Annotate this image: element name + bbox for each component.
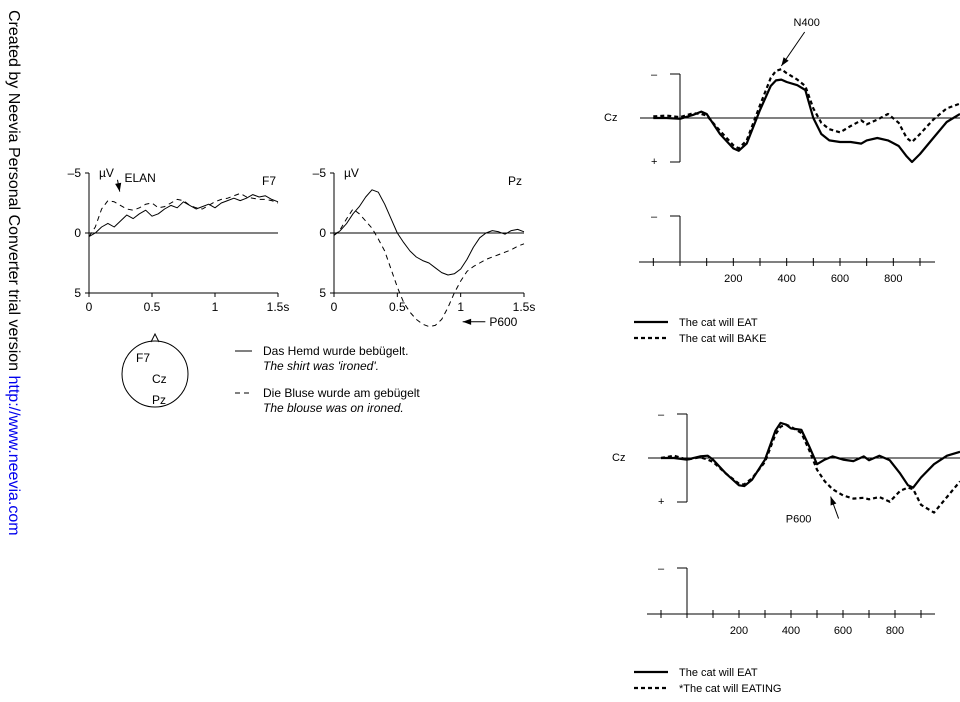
time-tick-label: 200 bbox=[730, 625, 748, 637]
annotation-arrow-head bbox=[830, 496, 837, 506]
series-solid bbox=[333, 189, 525, 276]
lower-scale-minus: – bbox=[651, 211, 658, 223]
time-tick-label: 600 bbox=[831, 273, 849, 285]
channel-label: Pz bbox=[508, 174, 522, 188]
x-tick-label: 1.5s bbox=[513, 300, 536, 314]
series-dashed bbox=[653, 68, 960, 150]
annotation-label: P600 bbox=[786, 514, 812, 526]
head-map: F7 Cz Pz bbox=[121, 332, 189, 408]
series-dashed bbox=[660, 423, 960, 514]
time-tick-label: 800 bbox=[884, 273, 902, 285]
x-tick-label: 0.5 bbox=[389, 300, 406, 314]
annotation-arrow-head bbox=[781, 57, 789, 66]
y-tick-label: 0 bbox=[74, 226, 81, 240]
x-tick-label: 0.5 bbox=[144, 300, 161, 314]
head-label-cz: Cz bbox=[152, 372, 167, 386]
legend-label: The cat will BAKE bbox=[679, 333, 766, 345]
head-label-pz: Pz bbox=[152, 393, 166, 407]
sentence-legend: Das Hemd wurde bebügelt. The shirt was '… bbox=[235, 344, 420, 415]
time-tick-label: 400 bbox=[777, 273, 795, 285]
annotation-arrow-head bbox=[462, 318, 472, 325]
series-solid bbox=[88, 194, 279, 238]
x-tick-label: 0 bbox=[86, 300, 93, 314]
x-tick-label: 1 bbox=[212, 300, 219, 314]
scale-plus: + bbox=[651, 156, 657, 168]
series-solid bbox=[653, 78, 960, 164]
scale-minus: – bbox=[658, 409, 665, 421]
time-tick-label: 600 bbox=[834, 625, 852, 637]
series-dashed bbox=[333, 208, 525, 328]
nose-mark bbox=[150, 332, 160, 343]
channel-label: Cz bbox=[604, 112, 617, 124]
annotation-label: ELAN bbox=[125, 171, 156, 185]
x-tick-label: 0 bbox=[331, 300, 338, 314]
units-label: µV bbox=[99, 166, 114, 180]
x-tick-label: 1.5s bbox=[267, 300, 290, 314]
series-solid bbox=[661, 421, 960, 489]
x-tick-label: 1 bbox=[457, 300, 464, 314]
units-label: µV bbox=[344, 166, 359, 180]
head-label-f7: F7 bbox=[136, 351, 150, 365]
scale-minus: – bbox=[651, 69, 658, 81]
legend-english-correct: The shirt was 'ironed'. bbox=[263, 359, 379, 373]
legend-english-violation: The blouse was on ironed. bbox=[263, 401, 404, 415]
y-tick-label: –5 bbox=[313, 166, 327, 180]
legend-label: *The cat will EATING bbox=[679, 683, 782, 695]
head-outline bbox=[121, 340, 189, 408]
channel-label: Cz bbox=[612, 452, 625, 464]
scale-plus: + bbox=[658, 496, 664, 508]
legend-label: The cat will EAT bbox=[679, 667, 758, 679]
annotation-label: N400 bbox=[794, 17, 820, 29]
time-tick-label: 200 bbox=[724, 273, 742, 285]
annotation-label: P600 bbox=[489, 315, 517, 329]
legend-german-violation: Die Bluse wurde am gebügelt bbox=[263, 386, 420, 400]
legend-german-correct: Das Hemd wurde bebügelt. bbox=[263, 344, 408, 358]
y-tick-label: 5 bbox=[74, 286, 81, 300]
legend-label: The cat will EAT bbox=[679, 317, 758, 329]
y-tick-label: –5 bbox=[68, 166, 82, 180]
y-tick-label: 5 bbox=[319, 286, 326, 300]
annotation-arrow-head bbox=[115, 182, 122, 192]
time-tick-label: 800 bbox=[886, 625, 904, 637]
y-tick-label: 0 bbox=[319, 226, 326, 240]
channel-label: F7 bbox=[262, 174, 276, 188]
series-dashed bbox=[88, 192, 279, 237]
lower-scale-minus: – bbox=[658, 563, 665, 575]
time-tick-label: 400 bbox=[782, 625, 800, 637]
